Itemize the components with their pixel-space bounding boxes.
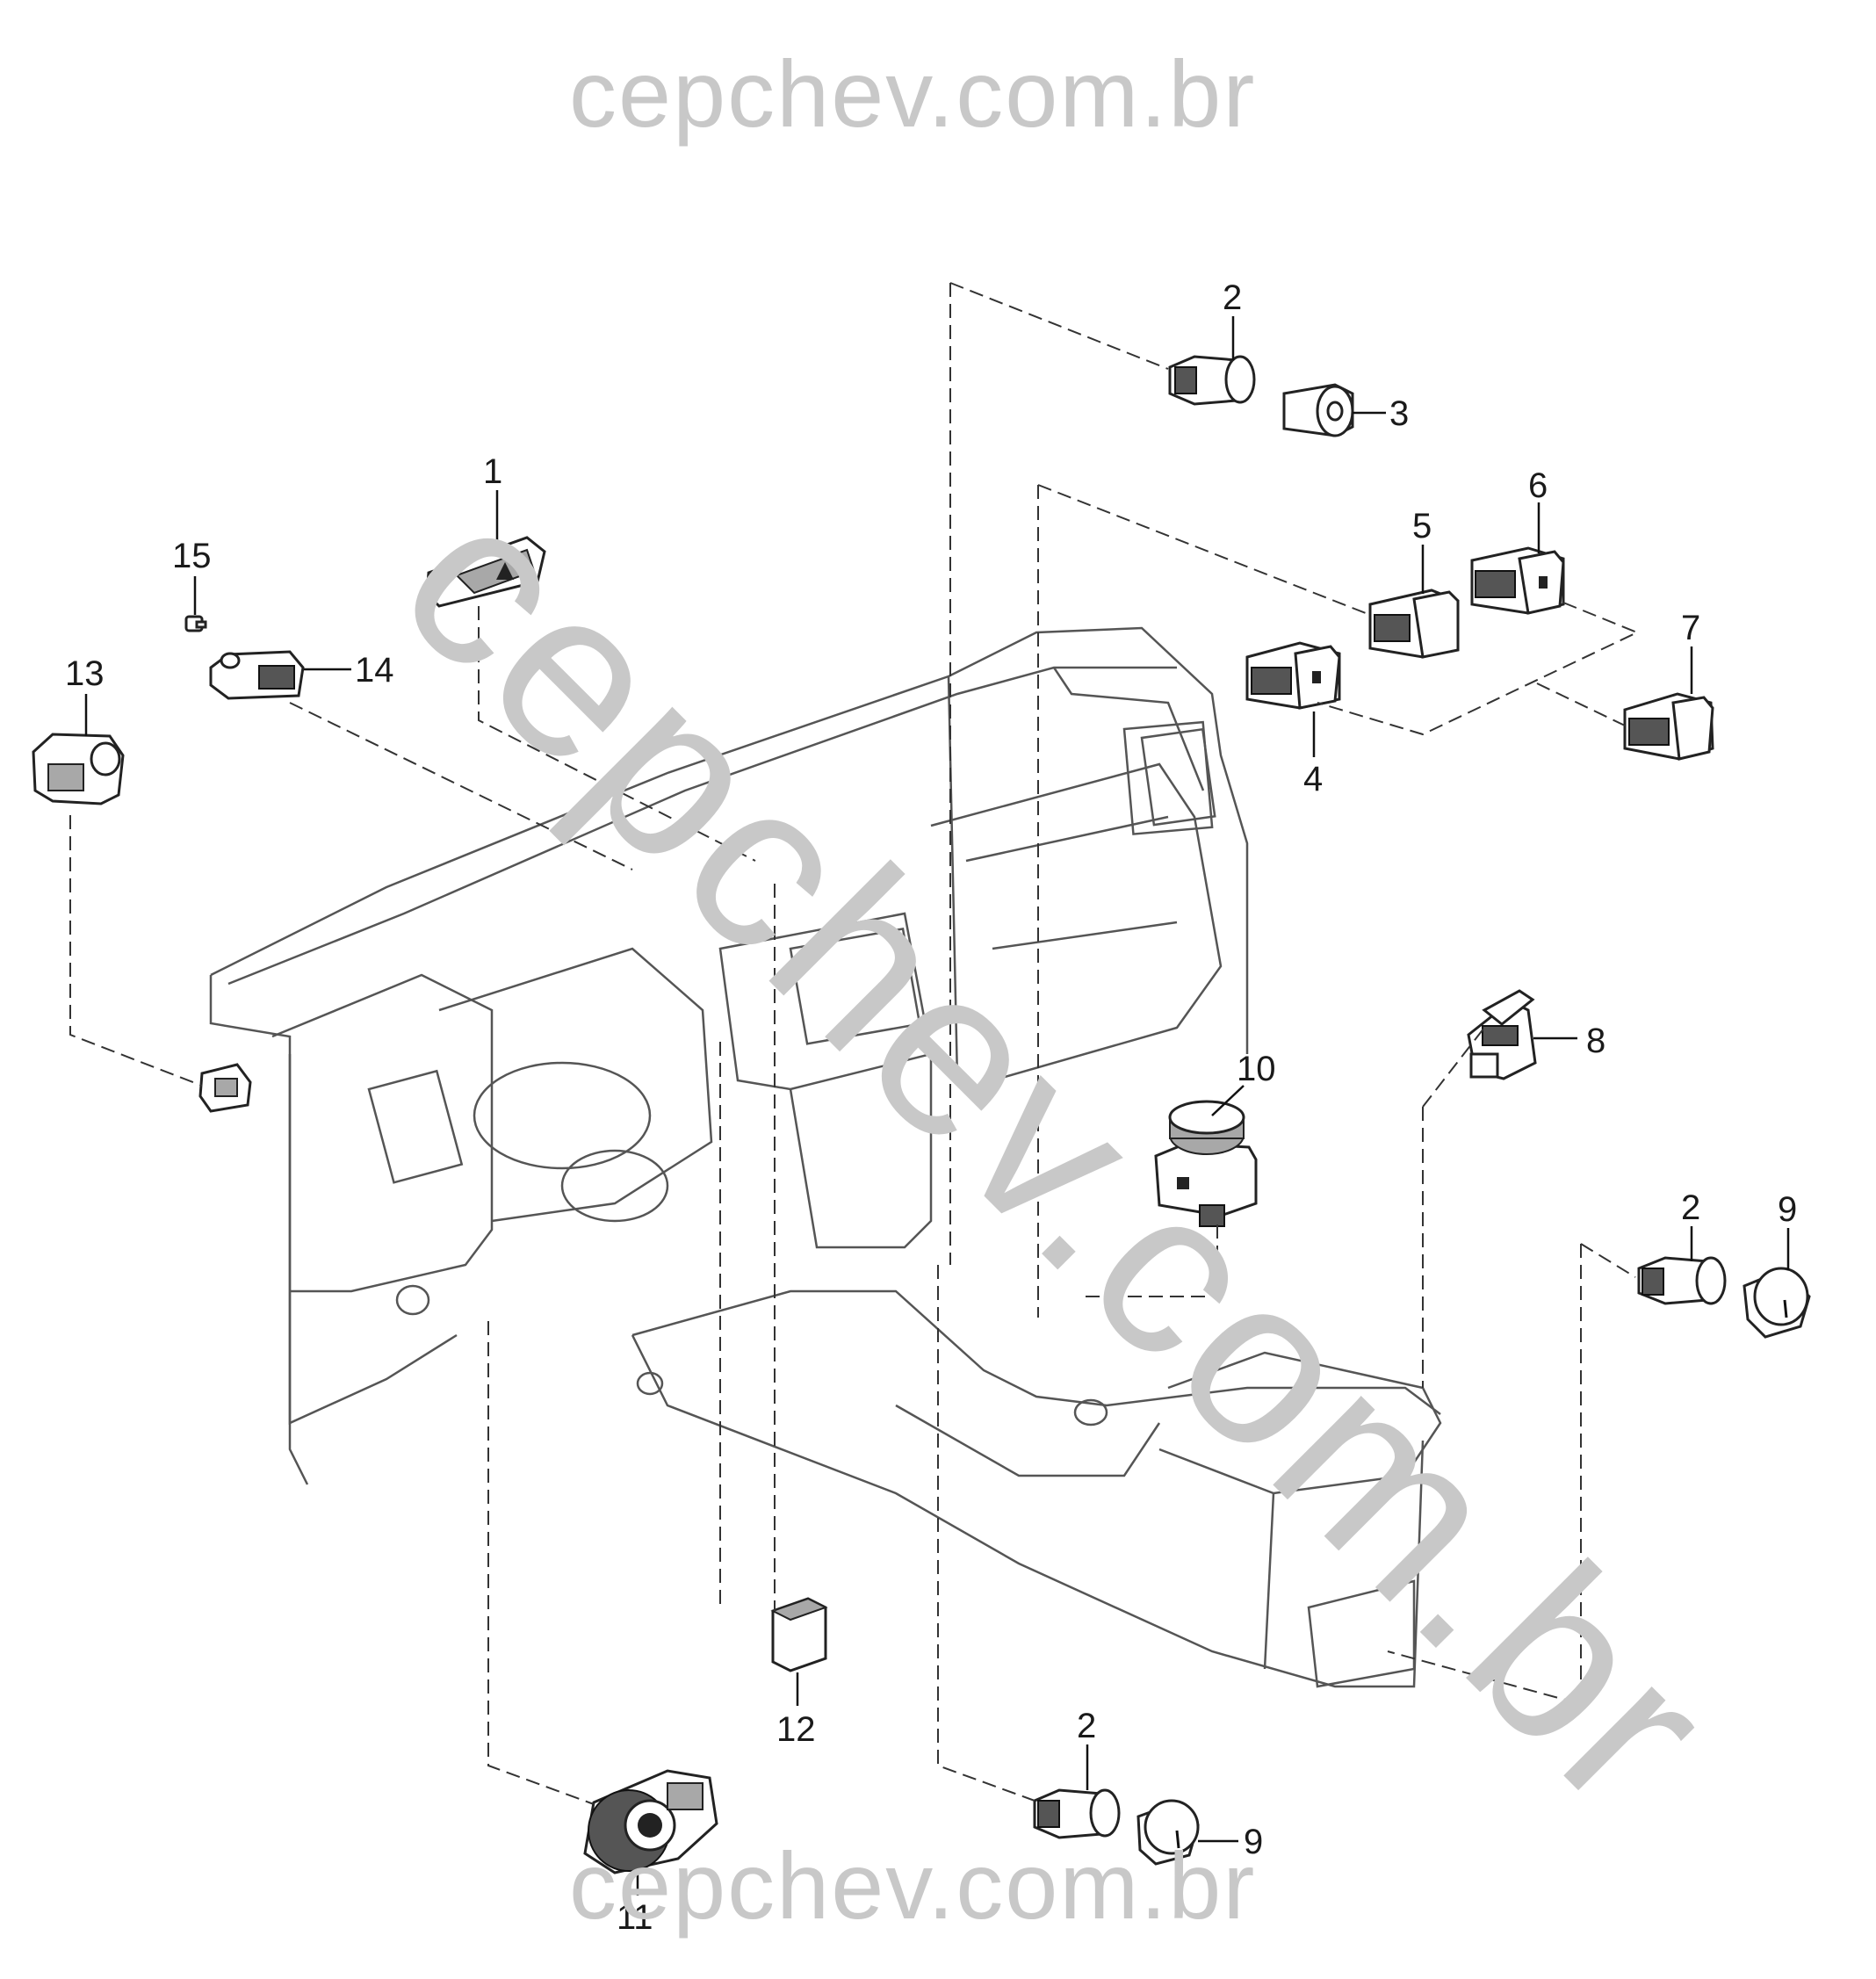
callout-3: 3 [1389,394,1409,433]
part-6-switch [1470,546,1565,615]
callout-12: 12 [776,1710,816,1749]
callout-labels: 1 2 3 4 5 6 7 8 2 9 10 11 12 13 14 15 2 … [65,278,1797,1937]
part-2-socket-bottom [1033,1788,1121,1839]
dashboard-illustration [209,626,1442,1688]
leader-lines [84,316,1790,1896]
callout-13: 13 [65,654,105,693]
assembly-dashed-lines [69,282,1640,1805]
callout-2-right: 2 [1681,1188,1700,1227]
part-2-socket-top [1168,355,1256,406]
callout-5: 5 [1412,507,1432,545]
part-7-switch [1623,692,1714,761]
part-10-knob [1154,1100,1258,1227]
part-14-connector [209,650,305,700]
callout-4: 4 [1303,760,1323,798]
callout-7: 7 [1681,609,1700,647]
callout-1: 1 [483,452,502,491]
callout-14: 14 [355,651,394,690]
part-15-clip [184,615,207,632]
part-2-socket-right [1637,1256,1727,1305]
watermark-top: cepchev.com.br [569,40,1257,147]
callout-6: 6 [1528,466,1548,505]
callout-2-top: 2 [1223,278,1242,317]
callout-10: 10 [1237,1050,1276,1088]
part-4-switch [1245,641,1341,710]
callout-11: 11 [617,1898,653,1937]
part-12-module [770,1597,828,1672]
callout-9-bottom: 9 [1244,1823,1263,1861]
part-5-switch [1368,589,1460,659]
callout-9-right: 9 [1778,1190,1797,1229]
part-11-headlamp-switch [583,1769,718,1874]
part-9-cap-bottom [1136,1799,1200,1866]
callout-8: 8 [1586,1022,1605,1060]
part-13-switch [32,733,125,805]
part-3-lighter [1282,383,1354,437]
watermark-bottom: cepchev.com.br [569,1832,1257,1939]
part-9-cap-right [1743,1267,1811,1339]
part-8-usb-port [1467,989,1537,1080]
part-1-hazard-switch [425,536,546,608]
callout-2-bottom: 2 [1077,1707,1096,1745]
part-13-socket [198,1063,252,1113]
callout-15: 15 [172,537,212,575]
